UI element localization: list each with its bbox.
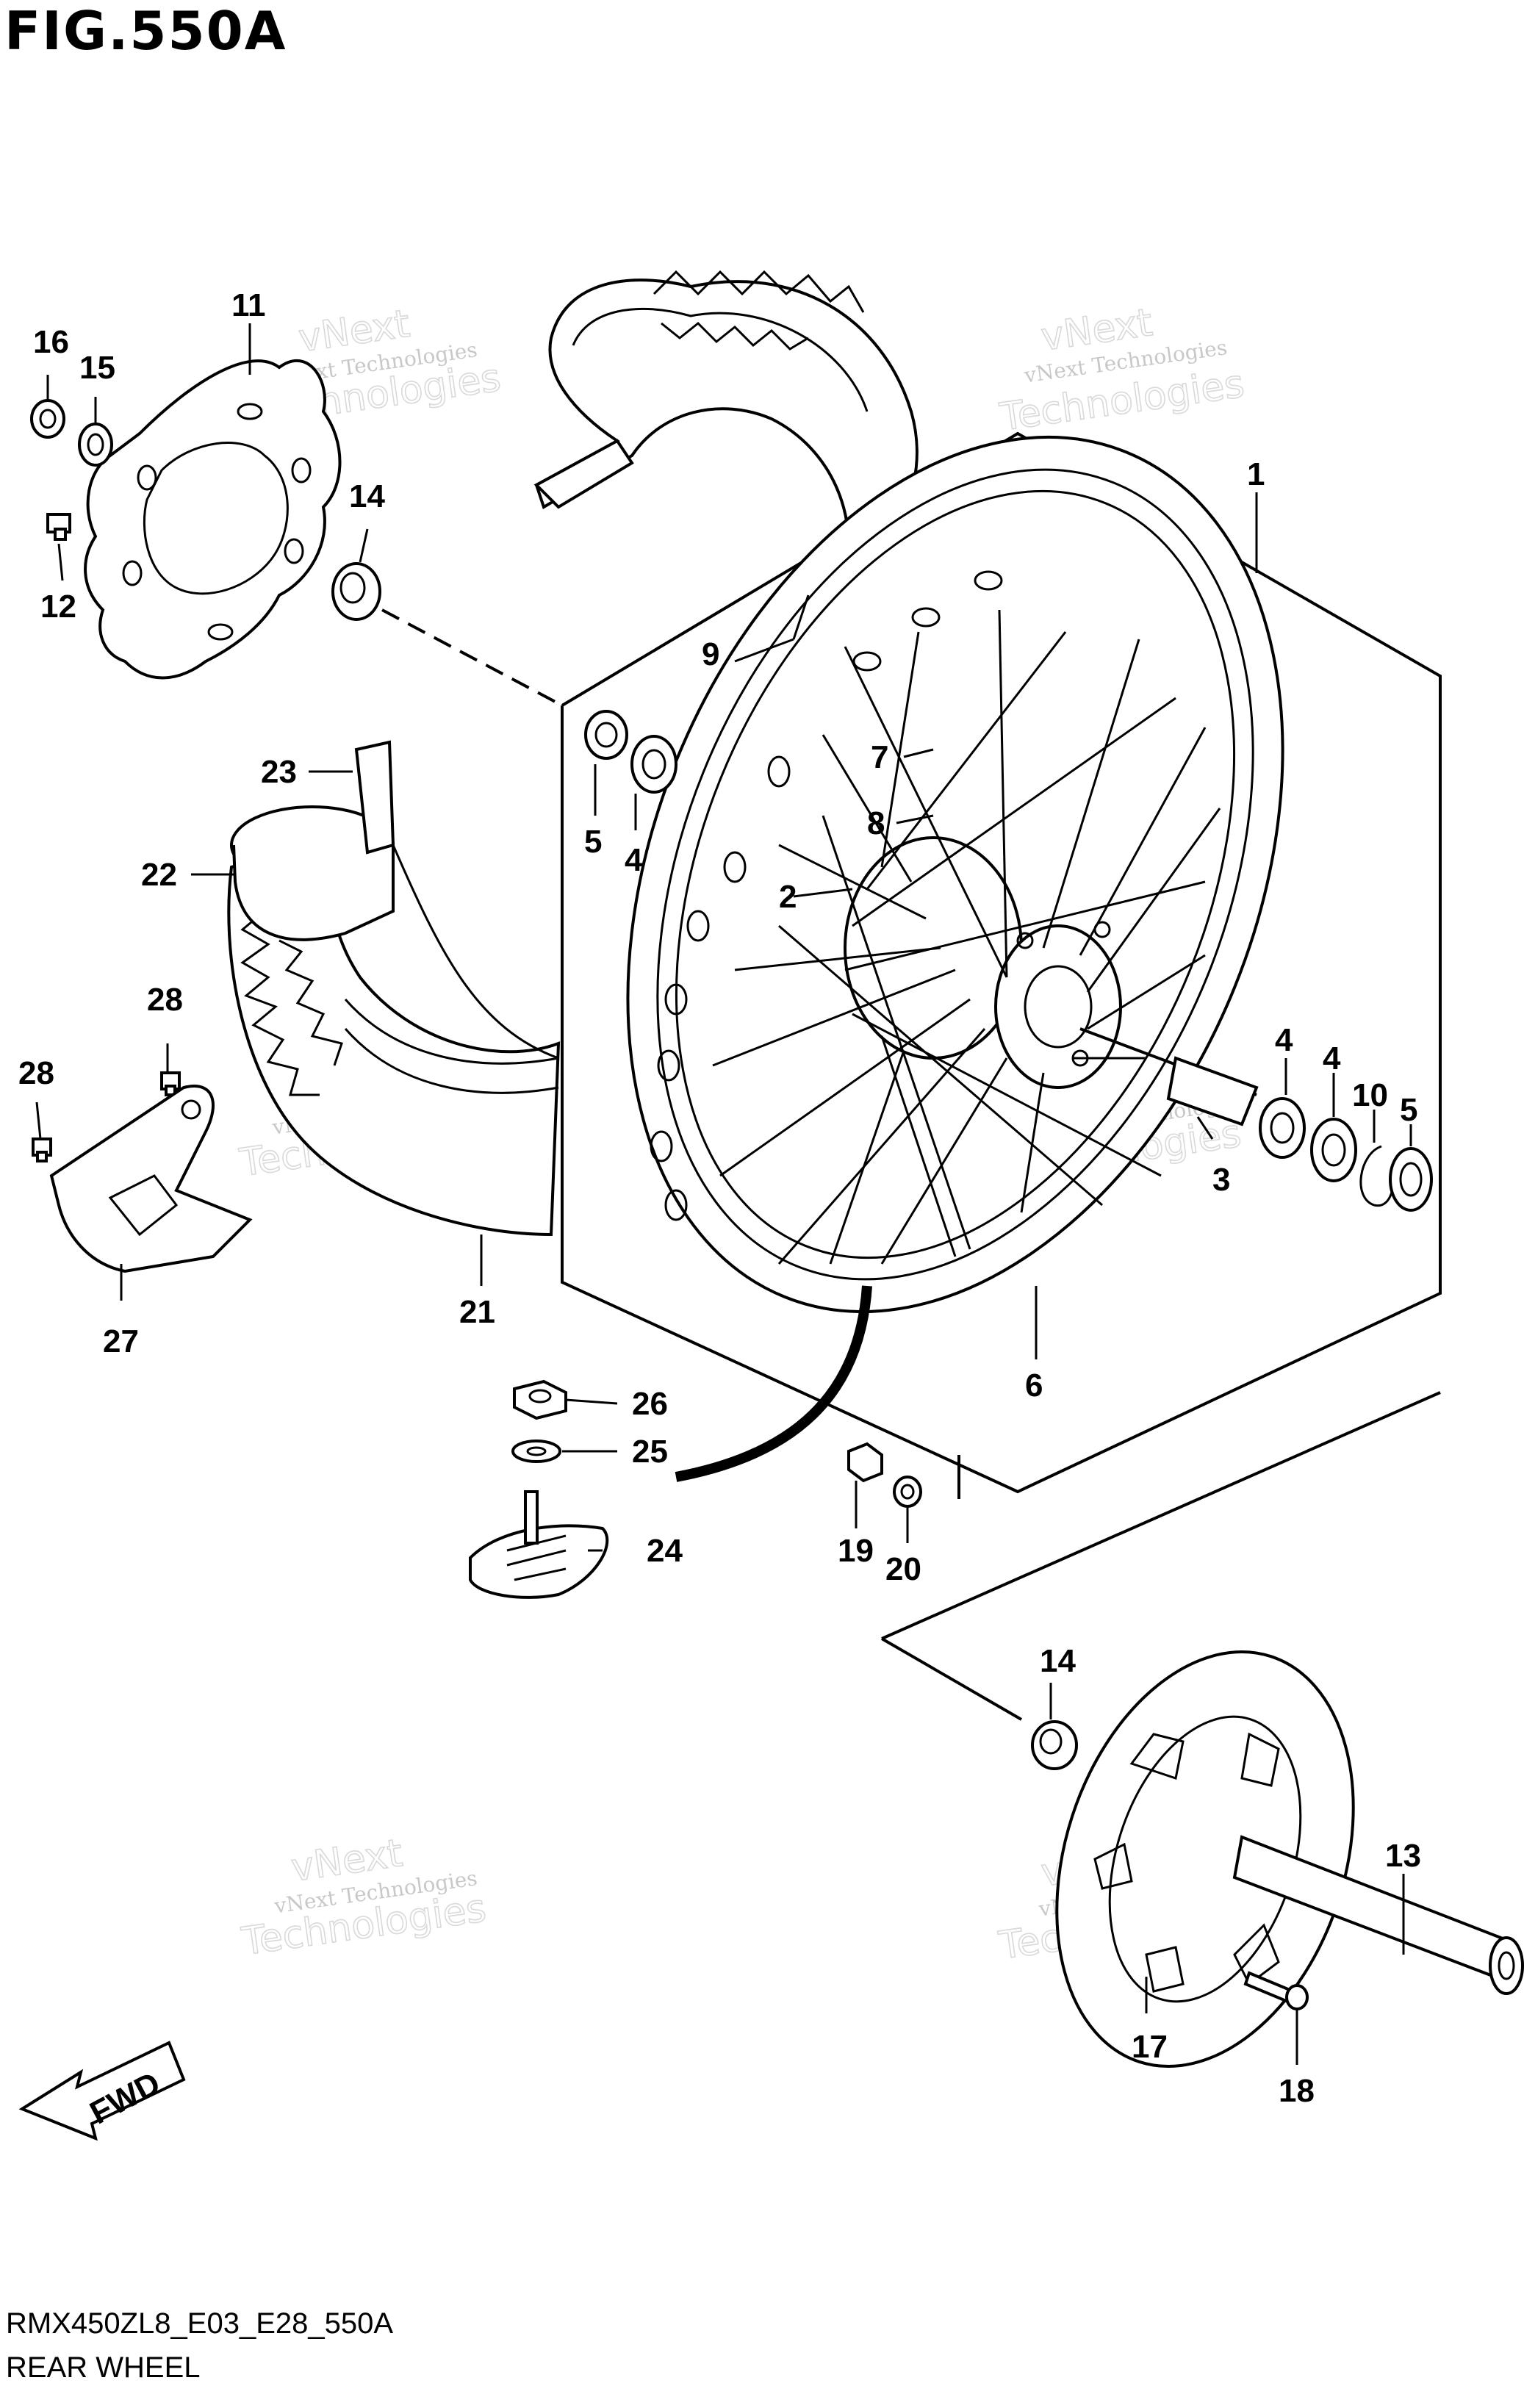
sprocket-bolt	[1243, 1971, 1309, 2010]
circlip	[1359, 1145, 1395, 1207]
callout-9: 9	[702, 636, 719, 672]
callout-24: 24	[647, 1533, 683, 1569]
rear-axle	[1232, 1835, 1524, 1995]
callout-4-left: 4	[625, 842, 643, 878]
figure-title: FIG.550A	[4, 0, 287, 62]
callout-13: 13	[1385, 1838, 1421, 1874]
rim-lock-nut	[513, 1379, 567, 1420]
callout-7: 7	[871, 739, 888, 775]
sprocket-nut	[847, 1442, 883, 1483]
oil-seal-right	[1389, 1147, 1433, 1212]
callout-11: 11	[231, 287, 266, 323]
section-name: REAR WHEEL	[6, 2351, 201, 2384]
bearing-left	[630, 735, 677, 794]
callout-5-left: 5	[584, 824, 602, 860]
callout-17: 17	[1132, 2029, 1168, 2065]
callout-23: 23	[261, 754, 297, 790]
rear-sprocket	[1055, 1650, 1355, 2068]
disc-washer	[78, 423, 113, 467]
dash-disc-to-wheel	[381, 608, 563, 707]
guard-bolt-2	[32, 1137, 52, 1162]
callout-6: 6	[1025, 1367, 1043, 1404]
sprocket-washer	[893, 1476, 922, 1508]
callout-12: 12	[40, 589, 76, 625]
callout-26: 26	[632, 1386, 668, 1422]
collar-top	[331, 562, 381, 621]
callout-2: 2	[779, 879, 797, 915]
callout-20: 20	[885, 1551, 921, 1587]
callout-4-right-a: 4	[1275, 1022, 1293, 1058]
callout-8: 8	[867, 805, 885, 841]
oil-seal-left	[584, 710, 628, 760]
leader-lines	[35, 323, 1412, 2065]
callout-3: 3	[1212, 1162, 1230, 1198]
callout-15: 15	[79, 350, 115, 386]
callout-14-top: 14	[349, 478, 385, 514]
brake-disc	[84, 359, 342, 680]
rim-lock	[469, 1490, 609, 1599]
disc-nut	[30, 399, 65, 439]
callout-28-lower: 28	[18, 1055, 54, 1091]
fwd-arrow-icon: FWD	[18, 2041, 186, 2141]
sprocket-outline	[881, 1391, 1441, 1640]
callout-27: 27	[103, 1323, 139, 1359]
guard-bolt-1	[160, 1071, 181, 1096]
callout-22: 22	[141, 857, 177, 893]
disc-bolt	[46, 513, 71, 541]
callout-10: 10	[1352, 1077, 1388, 1113]
callout-21: 21	[459, 1294, 495, 1330]
callout-5-right: 5	[1400, 1092, 1417, 1128]
valve-pointer	[675, 1285, 872, 1482]
callout-19: 19	[838, 1533, 874, 1569]
callout-18: 18	[1279, 2073, 1315, 2109]
assembly-outline	[561, 431, 1442, 1494]
disc-guard	[49, 1085, 253, 1273]
spokes	[712, 609, 1221, 1265]
watermark-bottom-left: Technologies vNext vNext Technologies	[238, 1830, 489, 1965]
rim-spoke-holes	[650, 570, 1003, 1221]
callout-4-right-b: 4	[1323, 1041, 1341, 1077]
bearing-right-2	[1310, 1118, 1357, 1182]
callout-25: 25	[632, 1434, 668, 1470]
callout-28-upper: 28	[147, 982, 183, 1018]
model-code: RMX450ZL8_E03_E28_550A	[6, 2307, 394, 2340]
callout-14-bottom: 14	[1040, 1643, 1076, 1679]
bearing-right-1	[1259, 1097, 1306, 1159]
rim-lock-washer	[511, 1440, 561, 1463]
watermark-top-right: Technologies vNext vNext Technologies	[996, 300, 1248, 440]
axle-spacer	[1079, 1027, 1259, 1126]
callout-16: 16	[33, 324, 69, 360]
inner-tube	[230, 805, 559, 1060]
callout-1: 1	[1247, 456, 1265, 492]
collar-bottom	[1031, 1720, 1078, 1770]
rim-band	[354, 740, 395, 855]
sprocket-outline-2	[880, 1637, 1023, 1721]
